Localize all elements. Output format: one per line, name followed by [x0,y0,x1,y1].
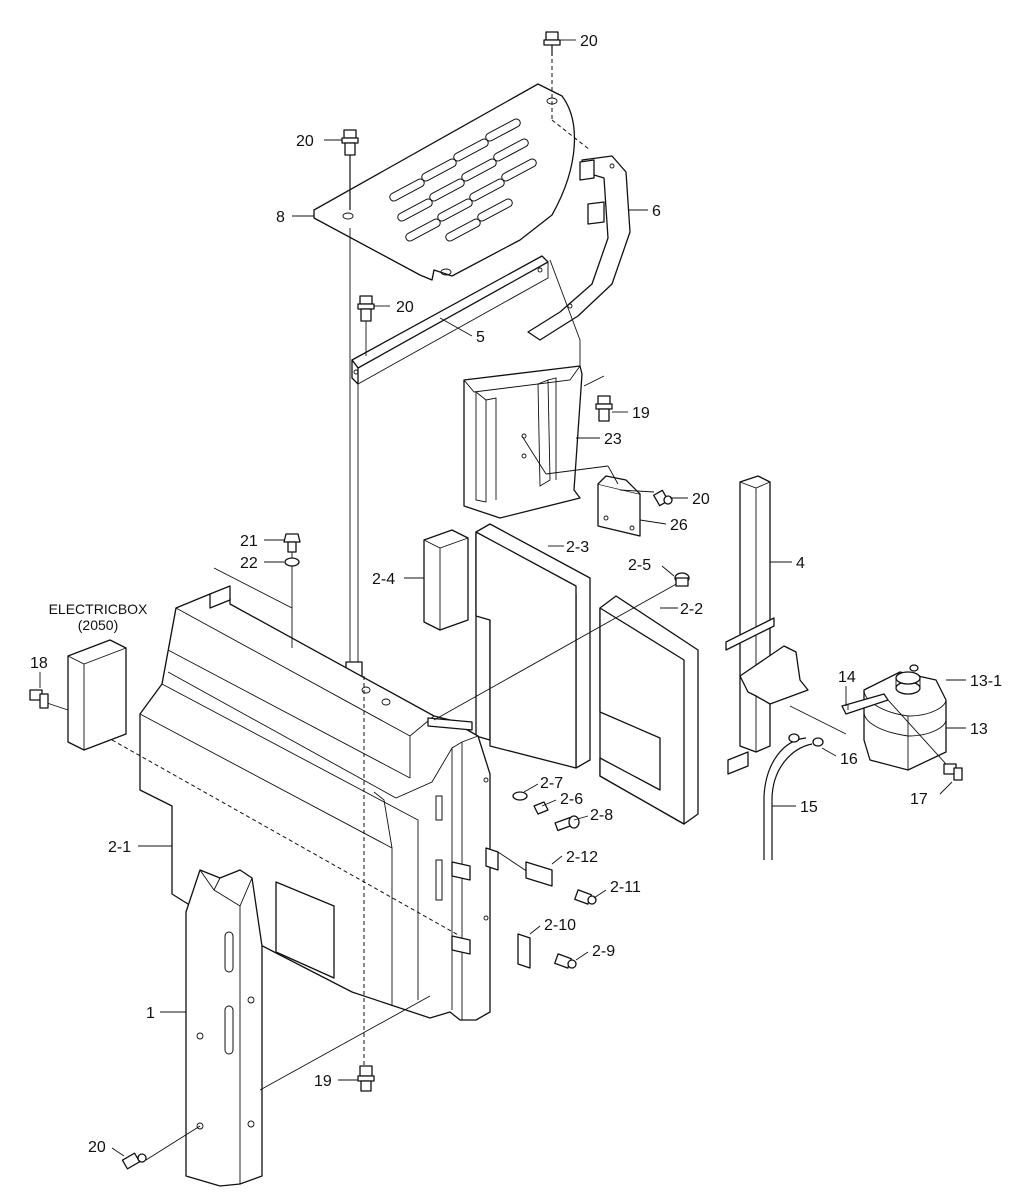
reservoir-tank [863,664,947,771]
bolt-box [29,689,49,709]
side-bracket [527,155,631,341]
washer-2-7 [512,791,528,801]
callout-2-6: 2-6 [560,791,583,808]
callout-20-plate: 20 [296,133,314,150]
electric-box: ELECTRICBOX (2050) [49,601,148,751]
washer-top [284,557,300,567]
callout-2-10: 2-10 [544,917,576,934]
bolt-bottom [121,1152,147,1170]
callout-26: 26 [670,517,688,534]
callout-18: 18 [30,655,48,672]
callout-13-1: 13-1 [970,673,1002,690]
callout-2-2: 2-2 [680,601,703,618]
callout-23: 23 [604,431,622,448]
callout-14: 14 [838,669,856,686]
callout-21: 21 [240,533,258,550]
callout-2-9: 2-9 [592,943,615,960]
bolt-2-11 [574,889,597,905]
callout-numbers: 20 20 8 6 20 5 19 23 20 26 21 22 2-3 2-4… [30,33,1002,1156]
vent-slots [389,118,537,242]
callout-2-8: 2-8 [590,807,613,824]
callout-13: 13 [970,721,988,738]
bolt-plate [341,129,359,210]
hose [763,733,813,860]
support-rail [351,255,549,385]
callout-6: 6 [652,203,661,220]
bolt-bracket-side [653,489,673,507]
washer-16 [812,737,824,747]
bolt-2-9 [554,953,577,969]
electric-box-title: ELECTRICBOX [49,601,148,617]
callout-16: 16 [840,751,858,768]
top-cover-plate [313,83,576,281]
callout-15: 15 [800,799,818,816]
callout-20-top: 20 [580,33,598,50]
callout-19-lower: 19 [314,1073,332,1090]
callout-2-3: 2-3 [566,539,589,556]
callout-2-12: 2-12 [566,849,598,866]
callout-20-bottom: 20 [88,1139,106,1156]
fasteners [29,31,963,1170]
panel-middle [475,523,591,769]
clip-2-12 [525,861,553,887]
callout-8: 8 [276,209,285,226]
knob-screw [283,533,301,553]
callout-2-4: 2-4 [372,571,395,588]
callout-4: 4 [796,555,805,572]
electric-box-ref: (2050) [78,617,118,633]
callout-2-11: 2-11 [610,879,641,896]
bolt-tank [943,763,963,781]
panel-right [599,595,699,825]
callout-20-bracket: 20 [692,491,710,508]
callout-1: 1 [146,1005,155,1022]
front-guard [185,869,263,1187]
support-column [725,475,809,775]
stud-2-5 [674,572,690,587]
callout-5: 5 [476,329,485,346]
callout-leaders [39,39,966,1157]
small-bracket [597,475,641,537]
bolt-top [543,31,561,56]
bolt-rail [357,295,375,322]
callout-19-upper: 19 [632,405,650,422]
nut-2-6 [533,801,549,815]
clip-2-10 [517,933,531,969]
callout-22: 22 [240,555,258,572]
bolt-2-8 [554,815,580,832]
callout-17: 17 [910,791,928,808]
bolt-bracket-upper [595,395,613,422]
callout-2-1: 2-1 [108,839,131,856]
callout-2-7: 2-7 [540,775,563,792]
mount-bracket [463,365,583,519]
bolt-lower [357,1065,375,1092]
callout-20-rail: 20 [396,299,414,316]
callout-2-5: 2-5 [628,557,651,574]
panel-small [423,529,469,631]
tank-cap [895,671,921,695]
